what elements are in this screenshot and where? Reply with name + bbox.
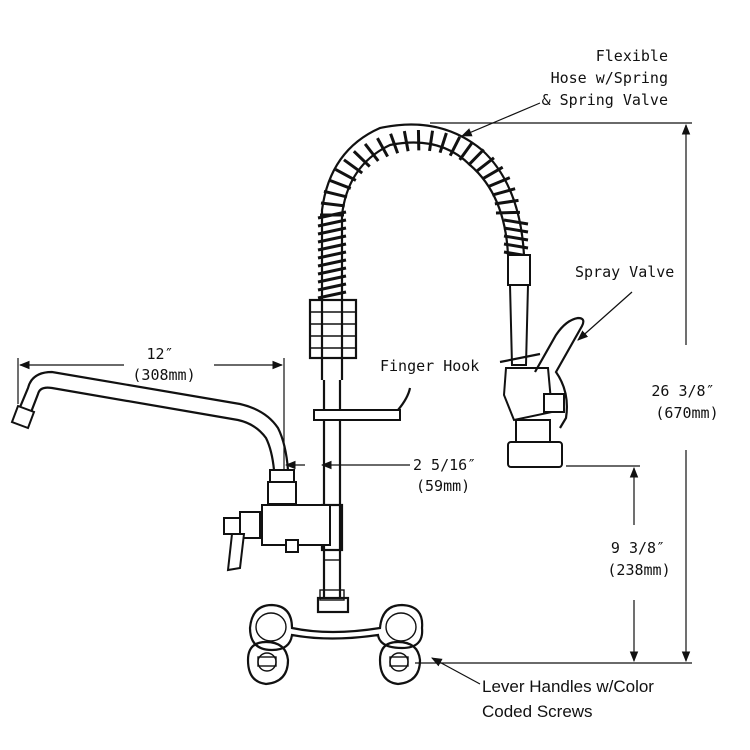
spring-coil — [487, 176, 511, 188]
spring-coil — [334, 168, 357, 182]
spray-valve — [499, 254, 585, 468]
spring-coil — [352, 150, 371, 168]
spring-coil — [503, 234, 529, 242]
finger-hook-label: Finger Hook — [380, 357, 479, 375]
hose-label-line3: & Spring Valve — [542, 91, 668, 109]
spring-coil — [363, 143, 380, 162]
valve-height-primary: 9 3/8″ — [611, 539, 665, 557]
spring-coil — [328, 178, 352, 190]
spring-coil — [317, 250, 347, 260]
spring-coil — [448, 136, 462, 157]
spring-coil — [317, 218, 347, 228]
spout-length-secondary: (308mm) — [132, 366, 195, 384]
dim-overall-height — [415, 122, 692, 664]
spring-coil — [495, 210, 520, 215]
spring-coil — [317, 290, 347, 300]
spring-coil — [482, 165, 504, 180]
spring-coil — [317, 274, 347, 284]
spring-coil — [323, 189, 348, 199]
spring-coil — [343, 158, 364, 175]
spring-coil — [317, 242, 347, 252]
hose-leader — [461, 102, 541, 137]
spring-coil — [317, 266, 347, 276]
offset-primary: 2 5/16″ — [413, 456, 476, 474]
spring-coil — [458, 141, 474, 161]
hose-spring — [308, 123, 529, 380]
spray-valve-leader — [577, 291, 633, 341]
spring-coil — [503, 226, 529, 234]
hose-label-line2: Hose w/Spring — [551, 69, 668, 87]
spring-coil — [317, 282, 347, 292]
wall-mount-base — [248, 596, 424, 652]
spout — [10, 370, 331, 572]
spring-coil — [376, 137, 389, 158]
spring-coil — [475, 156, 495, 173]
offset-secondary: (59mm) — [416, 477, 470, 495]
spring-coil — [402, 130, 410, 152]
spring-coil — [317, 234, 347, 244]
spring-coil — [467, 148, 485, 167]
spring-coil — [320, 201, 345, 208]
spring-coil — [503, 242, 529, 250]
overall-height-secondary: (670mm) — [655, 404, 718, 422]
dim-valve-height — [566, 465, 640, 663]
hose-label-line1: Flexible — [596, 47, 668, 65]
overall-height-primary: 26 3/8″ — [651, 382, 714, 400]
spring-coil — [491, 187, 516, 197]
finger-hook — [313, 387, 412, 421]
spring-coil — [428, 130, 435, 152]
spring-coil — [438, 132, 448, 154]
spout-length-primary: 12″ — [146, 345, 173, 363]
spring-coil — [503, 218, 529, 226]
spring-coil — [389, 133, 400, 154]
lever-handles — [246, 640, 422, 686]
spring-coil — [317, 226, 347, 236]
spring-coil — [494, 198, 519, 206]
spring-coil — [317, 258, 347, 268]
lever-handles-leader — [431, 657, 481, 685]
spray-valve-label: Spray Valve — [575, 263, 674, 281]
lever-handles-label-line1: Lever Handles w/Color — [482, 677, 654, 696]
dim-spout-length — [17, 358, 285, 470]
lever-handles-label-line2: Coded Screws — [482, 702, 593, 721]
valve-height-secondary: (238mm) — [607, 561, 670, 579]
